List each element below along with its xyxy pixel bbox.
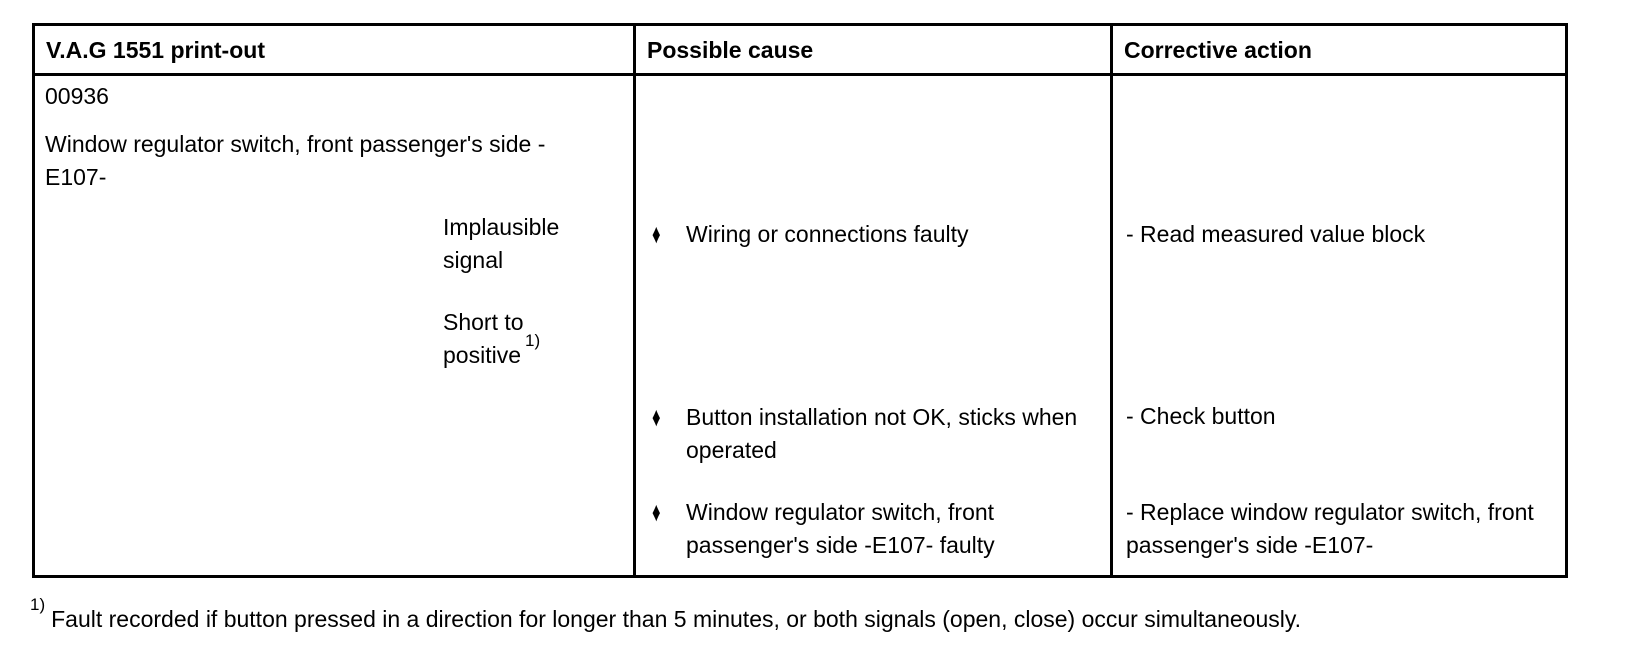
footnote: 1)Fault recorded if button pressed in a …: [30, 596, 1590, 636]
fault-type-short-to-positive: Short to positive1): [443, 306, 598, 372]
cause-list-item: ♦ Button installation not OK, sticks whe…: [652, 401, 1096, 467]
fault-type-text: Implausible signal: [443, 214, 560, 273]
footnote-reference: 1): [524, 331, 541, 351]
action-list-item: - Check button: [1126, 403, 1276, 429]
corrective-action-cell: - Read measured value block - Check butt…: [1110, 76, 1565, 575]
cause-list-item: ♦ Wiring or connections faulty: [652, 218, 1096, 251]
cause-text: Button installation not OK, sticks when …: [686, 404, 1078, 463]
column-header-possible-cause: Possible cause: [633, 26, 1110, 76]
fault-type-text: Short to positive: [443, 309, 524, 368]
footnote-text: Fault recorded if button pressed in a di…: [51, 606, 1302, 632]
column-header-printout: V.A.G 1551 print-out: [35, 26, 633, 76]
diamond-bullet-icon: ♦: [652, 219, 661, 249]
diamond-bullet-icon: ♦: [652, 402, 661, 432]
diamond-bullet-icon: ♦: [652, 497, 661, 527]
fault-code-table: V.A.G 1551 print-out Possible cause Corr…: [32, 23, 1568, 578]
fault-type-implausible-signal: Implausible signal: [443, 211, 598, 277]
possible-cause-cell: ♦ Wiring or connections faulty ♦ Button …: [633, 76, 1110, 575]
fault-component: Window regulator switch, front passenger…: [45, 131, 546, 190]
cause-text: Window regulator switch, front passenger…: [686, 499, 995, 558]
cause-list-item: ♦ Window regulator switch, front passeng…: [652, 496, 1096, 562]
action-list-item: - Replace window regulator switch, front…: [1126, 499, 1534, 558]
fault-code: 00936: [45, 83, 109, 109]
footnote-marker: 1): [30, 595, 46, 615]
column-header-corrective-action: Corrective action: [1110, 26, 1565, 76]
cause-text: Wiring or connections faulty: [686, 221, 969, 247]
action-list-item: - Read measured value block: [1126, 221, 1426, 247]
printout-cell: 00936 Window regulator switch, front pas…: [35, 76, 633, 575]
